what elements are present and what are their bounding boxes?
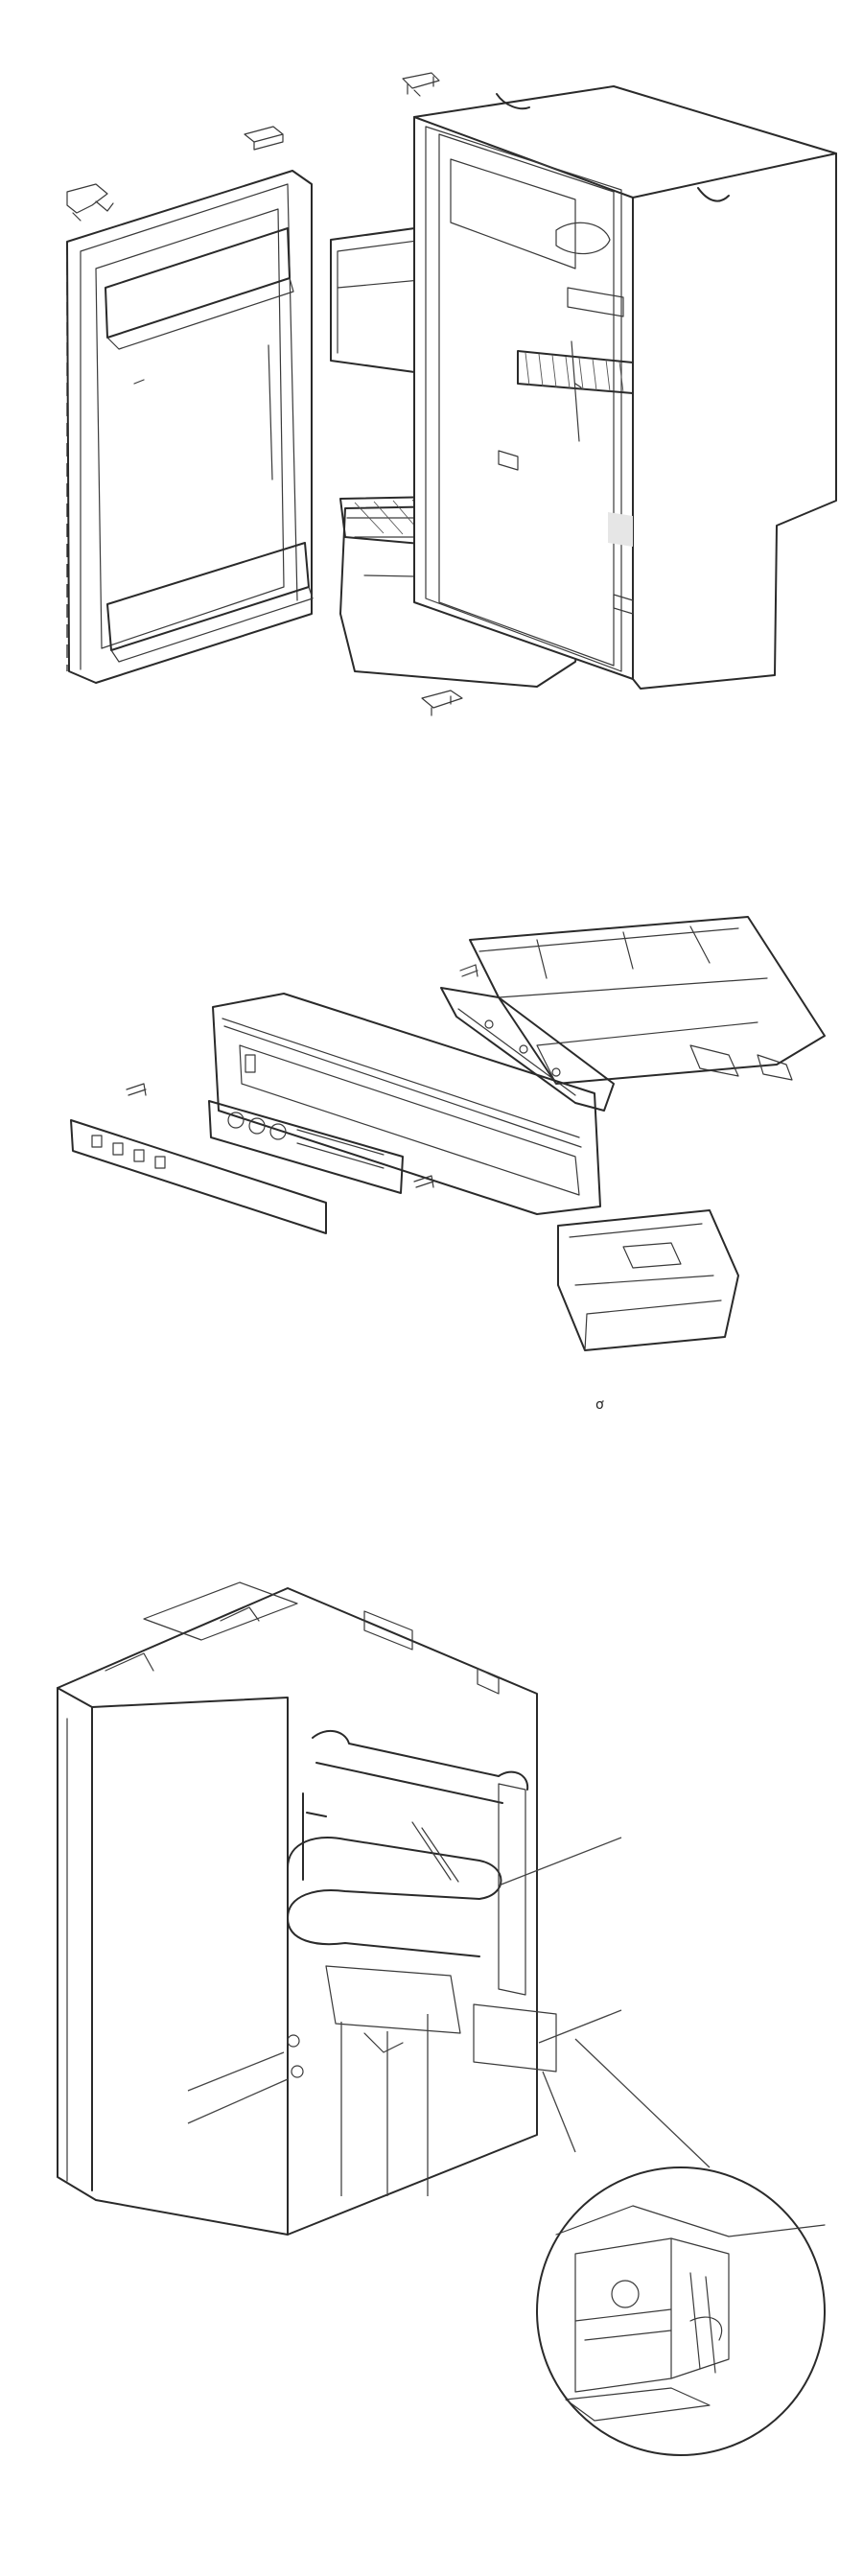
rear-bracket-part (469, 916, 826, 1085)
refrigerator-door (66, 170, 314, 684)
bottom-hinge-part (421, 690, 463, 716)
cooling-coil-assembly (287, 1729, 529, 1996)
refrigerator-cabinet (413, 85, 837, 690)
burner-housing (287, 1965, 557, 2078)
switch-plate-part (208, 1100, 404, 1194)
screw-part-left (126, 1083, 147, 1096)
exploded-control-panel-figure: ơ (70, 916, 826, 1413)
door-hinge-part (66, 183, 114, 222)
front-fascia-part (212, 993, 601, 1215)
exploded-refrigerator-figure (66, 72, 837, 716)
rear-cooling-unit-figure (57, 1581, 826, 2456)
leader-lines (187, 1837, 711, 2196)
detail-magnifier (536, 2166, 826, 2456)
decal-strip-part (70, 1119, 327, 1234)
top-hinge-part (402, 72, 440, 97)
hinge-pin-part (244, 126, 284, 151)
screw-part-right (413, 1175, 434, 1188)
panel-marker-glyph: ơ (595, 1397, 604, 1413)
cooling-unit-cabinet (57, 1581, 538, 2236)
screw-part-upper (459, 964, 478, 977)
lower-cover-part (557, 1209, 739, 1351)
